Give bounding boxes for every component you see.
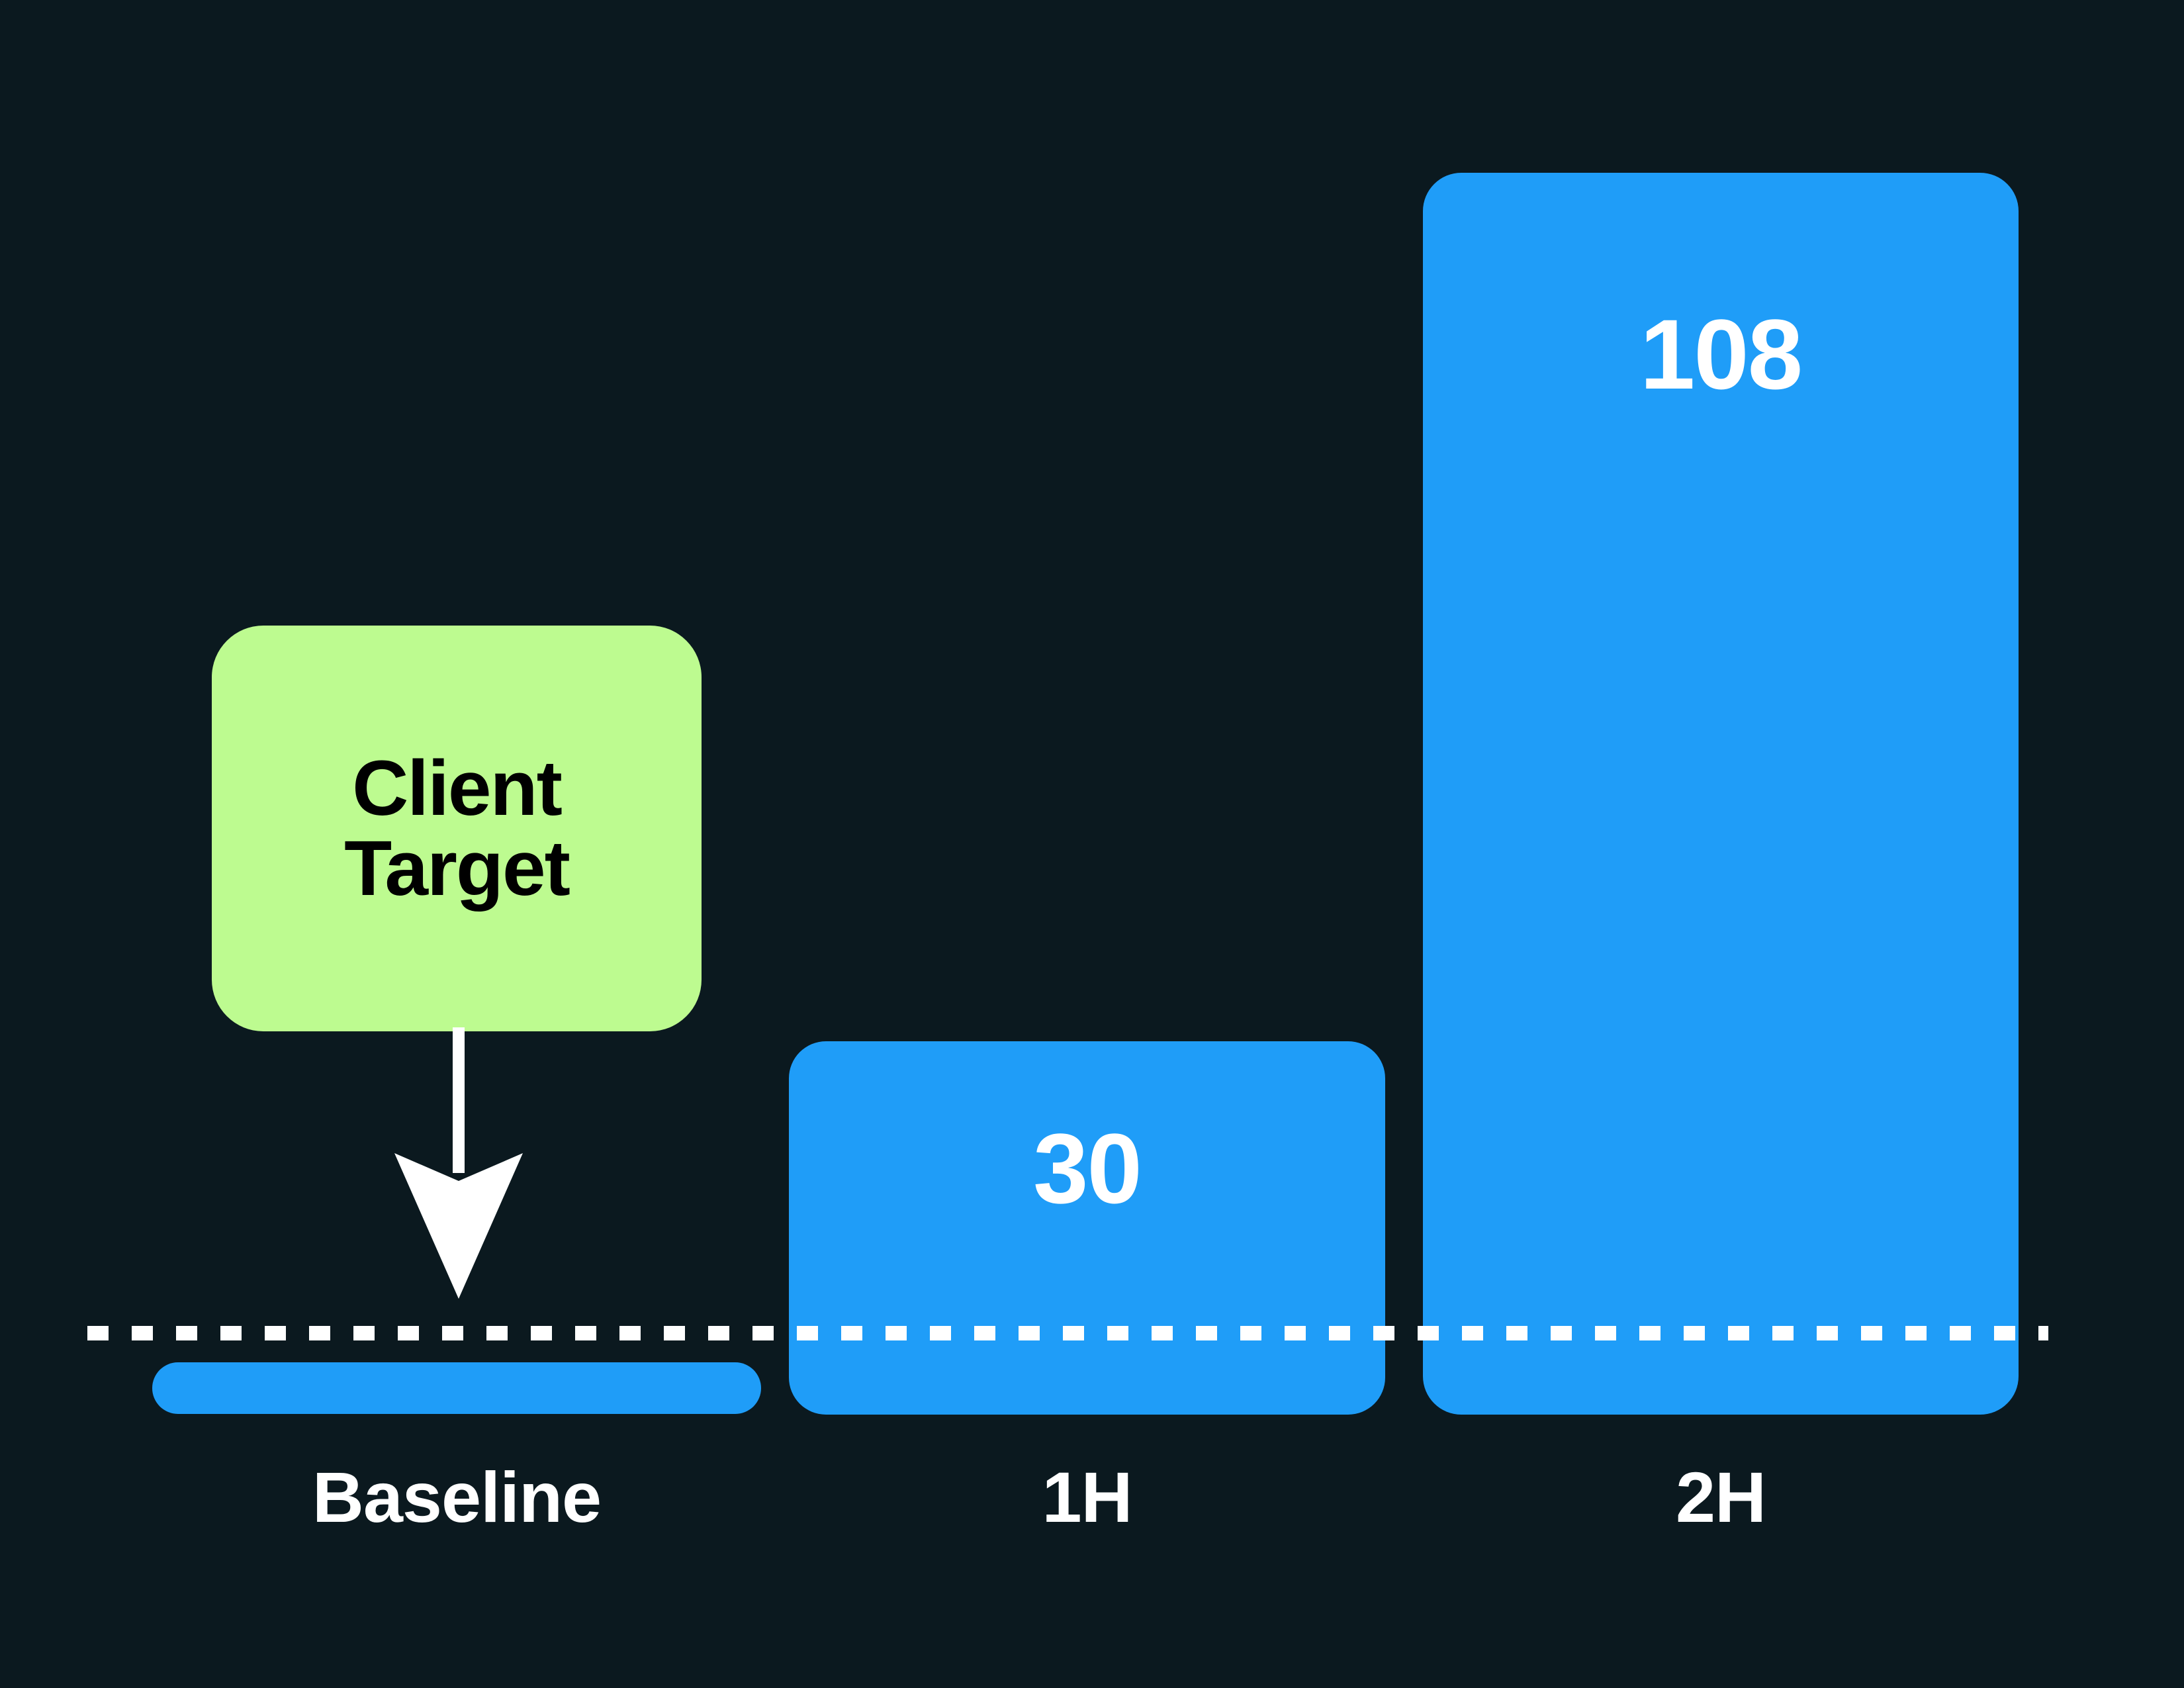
bar-baseline[interactable] (152, 1362, 761, 1414)
arrow-down-icon (371, 1027, 556, 1299)
bar-value-1h: 30 (1033, 1113, 1142, 1224)
category-label-baseline: Baseline (312, 1457, 602, 1537)
client-target-callout[interactable]: Client Target (212, 626, 702, 1031)
client-target-reference-line (87, 1326, 2048, 1340)
bar-value-2h: 108 (1639, 299, 1803, 410)
category-label-1h: 1H (1042, 1457, 1132, 1537)
bar-1h[interactable] (789, 1041, 1385, 1415)
client-target-callout-label: Client Target (344, 745, 570, 912)
category-label-2h: 2H (1675, 1457, 1766, 1537)
bar-2h[interactable] (1423, 173, 2019, 1415)
